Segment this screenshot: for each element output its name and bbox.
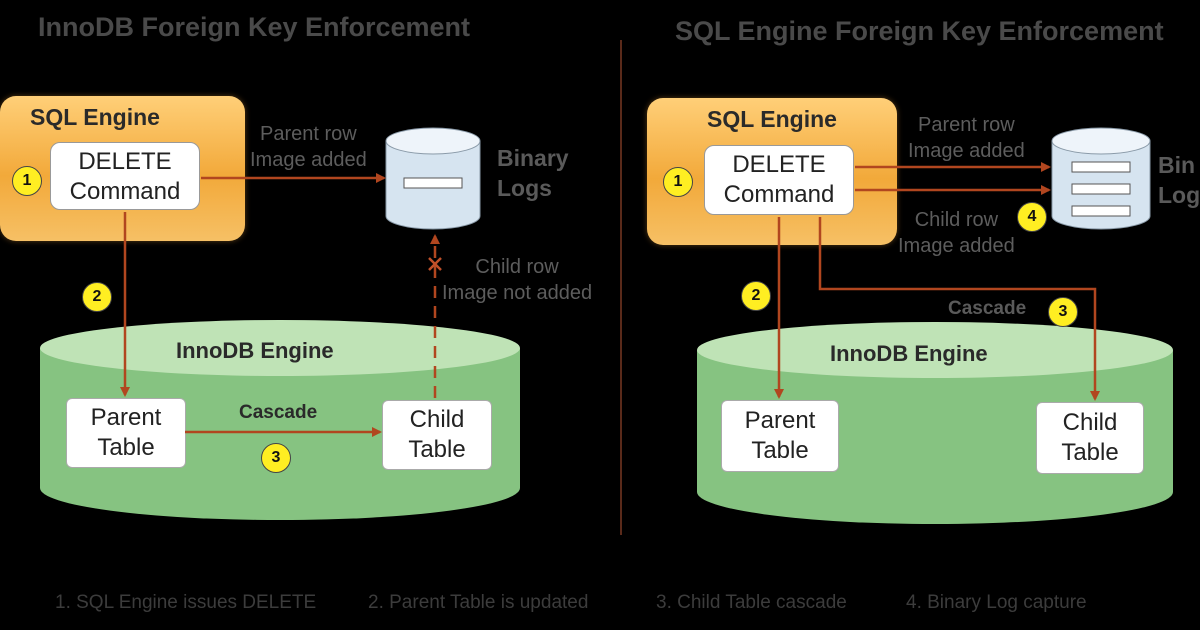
right-parent-row-line2: Image added (908, 140, 1025, 162)
left-step-3-badge: 3 (261, 443, 291, 473)
right-cascade-label: Cascade (948, 298, 1027, 319)
left-parent-row-label: Parent row Image added (250, 121, 367, 173)
left-binary-line2: Logs (497, 175, 552, 201)
right-child-row-line2: Image added (898, 235, 1015, 257)
legend-item-4: 4. Binary Log capture (906, 592, 1087, 613)
right-step-2-badge: 2 (741, 281, 771, 311)
left-binary-log-icon (385, 127, 481, 230)
left-innodb-cylinder (40, 320, 520, 520)
left-parent-row-line2: Image added (250, 149, 367, 171)
legend-item-2: 2. Parent Table is updated (368, 592, 589, 613)
panel-divider (620, 40, 622, 535)
right-innodb-engine-label: InnoDB Engine (830, 341, 988, 366)
left-parent-line2: Table (97, 434, 155, 461)
right-binary-line2: Log (1158, 182, 1200, 208)
left-child-row-line2: Image not added (442, 282, 593, 304)
left-child-line1: Child (409, 406, 465, 433)
right-parent-line1: Parent (744, 407, 816, 434)
left-sql-engine-label: SQL Engine (30, 104, 160, 130)
right-child-table: Child Table (1036, 402, 1144, 474)
left-step-2-badge: 2 (82, 282, 112, 312)
left-child-table: Child Table (382, 400, 492, 470)
legend-item-1: 1. SQL Engine issues DELETE (55, 592, 317, 613)
left-step-1-badge: 1 (12, 166, 42, 196)
left-delete-command: DELETE Command (50, 142, 200, 210)
left-binary-line1: Binary (497, 145, 569, 171)
right-command-line1: DELETE (732, 151, 826, 178)
left-parent-table: Parent Table (66, 398, 186, 468)
left-child-row-line1: Child row (475, 256, 559, 278)
left-cascade-label: Cascade (239, 402, 318, 423)
right-innodb-cylinder (697, 322, 1173, 524)
right-parent-row-label: Parent row Image added (908, 112, 1025, 164)
right-child-line1: Child (1062, 409, 1118, 436)
blocked-x-icon (428, 257, 442, 271)
left-command-line1: DELETE (78, 148, 172, 175)
right-parent-table: Parent Table (721, 400, 839, 472)
right-child-line2: Table (1061, 439, 1119, 466)
left-title: InnoDB Foreign Key Enforcement (38, 12, 471, 42)
right-parent-line2: Table (751, 437, 809, 464)
right-binary-logs-label: Bin Log (1158, 150, 1200, 210)
right-command-line2: Command (723, 181, 835, 208)
right-title: SQL Engine Foreign Key Enforcement (675, 16, 1164, 46)
right-sql-engine-label: SQL Engine (707, 106, 837, 132)
left-child-line2: Table (408, 436, 466, 463)
right-step-3-badge: 3 (1048, 297, 1078, 327)
left-command-line2: Command (69, 178, 181, 205)
right-step-4-badge: 4 (1017, 202, 1047, 232)
left-innodb-engine-label: InnoDB Engine (176, 338, 334, 363)
right-binary-log-icon (1051, 127, 1151, 230)
left-parent-line1: Parent (90, 404, 162, 431)
legend-item-3: 3. Child Table cascade (656, 592, 847, 613)
left-parent-row-line1: Parent row (260, 123, 357, 145)
right-child-row-label: Child row Image added (898, 207, 1015, 259)
right-parent-row-line1: Parent row (918, 114, 1015, 136)
right-child-row-line1: Child row (914, 209, 999, 231)
right-delete-command: DELETE Command (704, 145, 854, 215)
left-binary-logs-label: Binary Logs (497, 143, 569, 203)
left-child-row-label: Child row Image not added (442, 254, 592, 306)
right-step-1-badge: 1 (663, 167, 693, 197)
right-binary-line1: Bin (1158, 152, 1196, 178)
right-arrow-cascade (818, 217, 1100, 401)
